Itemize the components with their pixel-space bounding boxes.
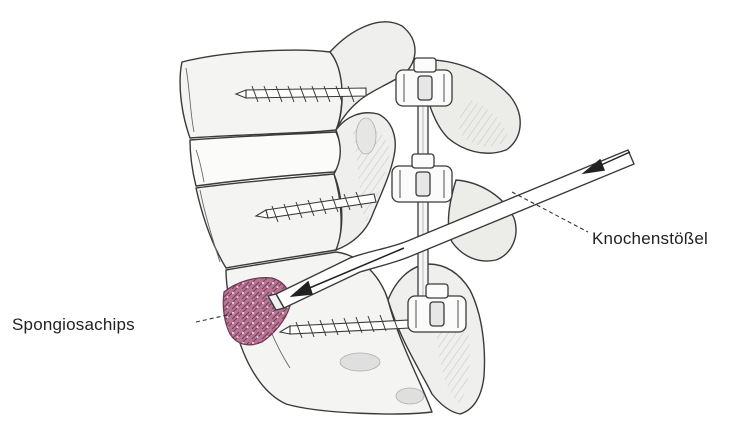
bone-tamp-label: Knochenstößel [592,229,708,249]
cancellous-chips-label: Spongiosachips [12,315,135,335]
clamp-middle [392,154,452,202]
